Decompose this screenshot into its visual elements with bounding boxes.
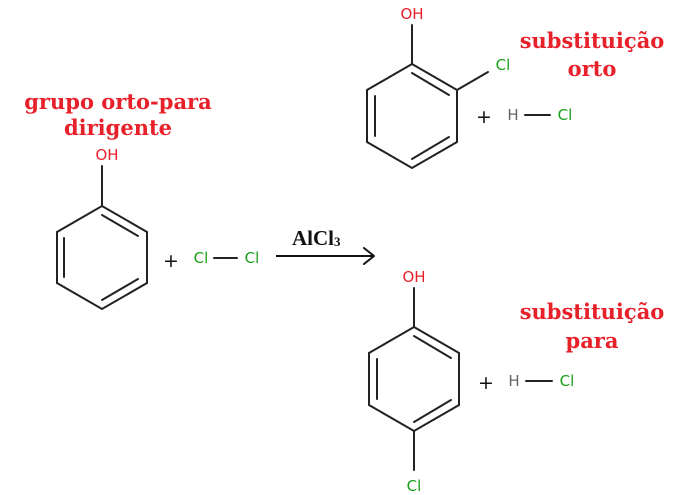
para-inner-bond-3 — [413, 399, 452, 423]
ortho-oh-label: OH — [400, 5, 423, 23]
para-label-line1: substituição — [520, 299, 665, 324]
para-hcl-cl-atom: Cl — [560, 372, 575, 390]
ortho-hcl: H Cl — [507, 106, 572, 124]
ortho-label-line2: orto — [568, 56, 617, 81]
ortho-inner-bond-2 — [411, 72, 450, 96]
ortho-hcl-cl-atom: Cl — [558, 106, 573, 124]
para-plus-sign: + — [478, 372, 494, 394]
reaction-arrow: AlCl3 — [276, 226, 375, 265]
catalyst-label: AlCl3 — [292, 226, 341, 250]
directing-group-label-line2: dirigente — [64, 115, 172, 140]
chlorine-atom-left: Cl — [194, 249, 209, 267]
directing-group-label-line1: grupo orto-para — [24, 89, 212, 114]
ortho-cl-label: Cl — [496, 56, 511, 74]
ortho-h-atom: H — [507, 106, 518, 124]
catalyst-formula: AlCl — [292, 226, 334, 250]
phenol-inner-bond-3 — [101, 278, 139, 301]
para-substitution-label: substituição para — [520, 299, 665, 353]
para-inner-bond-2 — [413, 335, 452, 359]
ortho-label-line1: substituição — [520, 28, 665, 53]
para-h-atom: H — [508, 372, 519, 390]
chlorine-molecule: Cl Cl — [194, 249, 260, 267]
reactant-plus-sign: + — [163, 250, 179, 272]
directing-group-label: grupo orto-para dirigente — [24, 89, 212, 140]
para-product: OH Cl — [368, 268, 460, 495]
para-ring — [368, 325, 460, 433]
chlorine-atom-right: Cl — [245, 249, 260, 267]
phenol-ring — [56, 204, 148, 311]
para-oh-label: OH — [402, 268, 425, 286]
ortho-c-cl-bond — [456, 71, 489, 91]
ortho-substitution-label: substituição orto — [520, 28, 665, 81]
para-hcl: H Cl — [508, 372, 574, 390]
ortho-product: OH Cl — [366, 5, 511, 170]
para-cl-label: Cl — [407, 477, 422, 495]
para-label-line2: para — [566, 328, 619, 353]
ortho-inner-bond-3 — [411, 136, 450, 160]
phenol-oh-label: OH — [95, 146, 118, 164]
catalyst-subscript: 3 — [334, 234, 341, 249]
ortho-plus-sign: + — [476, 106, 492, 128]
phenol-reactant: OH — [56, 146, 148, 311]
arrow-head — [363, 247, 375, 265]
ortho-ring — [366, 62, 458, 170]
phenol-inner-bond-2 — [101, 214, 139, 237]
